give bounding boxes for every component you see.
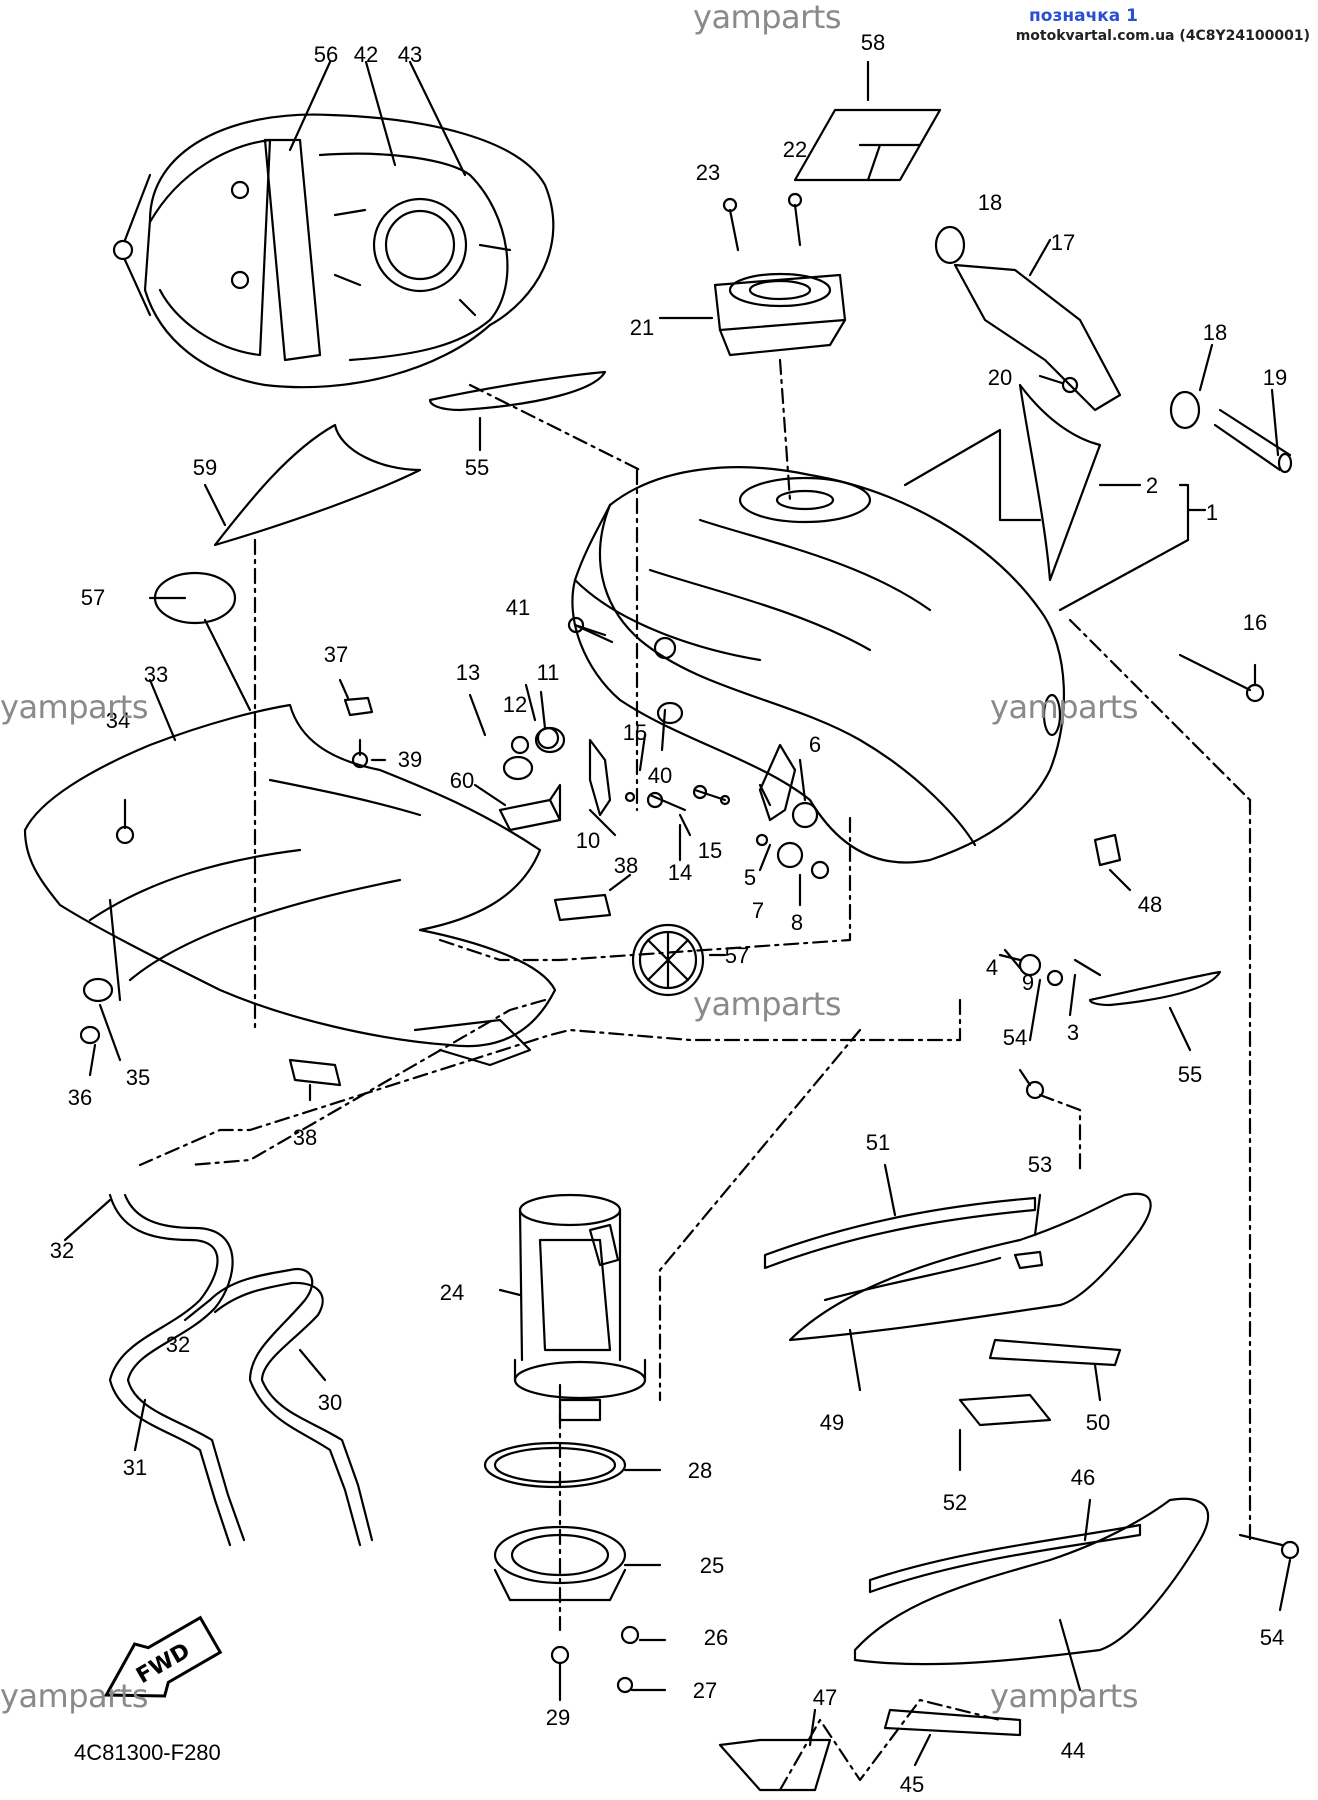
callout-55b: 55: [1178, 1062, 1202, 1087]
watermark: yamparts: [693, 0, 842, 36]
callout-24: 24: [440, 1280, 464, 1305]
watermark: yamparts: [0, 688, 149, 726]
callout-34: 34: [106, 708, 130, 733]
watermark: yamparts: [990, 1677, 1139, 1715]
header-title: позначка 1: [1029, 6, 1138, 26]
callout-32a: 32: [50, 1238, 74, 1263]
callout-labels: 1 2 3 4 5 6 7 8 9 10 11 12 13 14 15 15 1…: [50, 30, 1287, 1797]
callout-10: 10: [576, 828, 600, 853]
watermark: yamparts: [693, 985, 842, 1023]
callout-59: 59: [193, 455, 217, 480]
callout-51: 51: [866, 1130, 890, 1155]
callout-8: 8: [791, 910, 803, 935]
callout-50: 50: [1086, 1410, 1110, 1435]
callout-57b: 57: [725, 943, 749, 968]
callout-3: 3: [1067, 1020, 1079, 1045]
callout-37: 37: [324, 642, 348, 667]
callout-13: 13: [456, 660, 480, 685]
callout-9: 9: [1022, 970, 1034, 995]
callout-26: 26: [704, 1625, 728, 1650]
watermark: yamparts: [0, 1677, 149, 1715]
callout-53: 53: [1028, 1152, 1052, 1177]
callout-36: 36: [68, 1085, 92, 1110]
side-cover: [23, 703, 557, 1067]
callout-30: 30: [318, 1390, 342, 1415]
callout-40: 40: [648, 763, 672, 788]
callout-7: 7: [752, 898, 764, 923]
callout-22: 22: [783, 137, 807, 162]
callout-27: 27: [693, 1678, 717, 1703]
callout-56: 56: [314, 42, 338, 67]
watermark: yamparts: [990, 688, 1139, 726]
callout-39: 39: [398, 747, 422, 772]
callout-41: 41: [506, 595, 530, 620]
callout-19: 19: [1263, 365, 1287, 390]
callout-5: 5: [744, 865, 756, 890]
header-source: motokvartal.com.ua (4C8Y24100001): [1015, 28, 1310, 44]
callout-6: 6: [809, 732, 821, 757]
callout-54b: 54: [1260, 1625, 1284, 1650]
callout-25: 25: [700, 1553, 724, 1578]
callout-4: 4: [986, 955, 998, 980]
fuel-pump: [513, 1193, 647, 1422]
callout-60: 60: [450, 768, 474, 793]
callout-23: 23: [696, 160, 720, 185]
callout-17: 17: [1051, 230, 1075, 255]
callout-46: 46: [1071, 1465, 1095, 1490]
callout-28: 28: [688, 1458, 712, 1483]
callout-18b: 18: [1203, 320, 1227, 345]
callout-14: 14: [668, 860, 692, 885]
callout-1: 1: [1206, 500, 1218, 525]
callout-33: 33: [144, 662, 168, 687]
callout-38a: 38: [614, 853, 638, 878]
diagram-code: 4C81300-F280: [74, 1740, 221, 1765]
callout-21: 21: [630, 315, 654, 340]
callout-47: 47: [813, 1685, 837, 1710]
callout-35: 35: [126, 1065, 150, 1090]
callout-54a: 54: [1003, 1025, 1027, 1050]
callout-2: 2: [1146, 473, 1158, 498]
callout-55a: 55: [465, 455, 489, 480]
callout-45: 45: [900, 1772, 924, 1797]
callout-15b: 15: [698, 838, 722, 863]
callout-18a: 18: [978, 190, 1002, 215]
callout-38b: 38: [293, 1125, 317, 1150]
callout-11: 11: [537, 660, 560, 685]
callout-48: 48: [1138, 892, 1162, 917]
callout-29: 29: [546, 1705, 570, 1730]
callout-32b: 32: [166, 1332, 190, 1357]
tank-top-view: [112, 113, 555, 389]
callout-42: 42: [354, 42, 378, 67]
callout-58: 58: [861, 30, 885, 55]
callout-49: 49: [820, 1410, 844, 1435]
callout-44: 44: [1061, 1738, 1085, 1763]
callout-15a: 15: [623, 720, 647, 745]
callout-16: 16: [1243, 610, 1267, 635]
callout-57a: 57: [81, 585, 105, 610]
callout-52: 52: [943, 1490, 967, 1515]
callout-43: 43: [398, 42, 422, 67]
fuel-tank: [571, 466, 1066, 864]
callout-20: 20: [988, 365, 1012, 390]
callout-12: 12: [503, 692, 527, 717]
callout-31: 31: [123, 1455, 147, 1480]
